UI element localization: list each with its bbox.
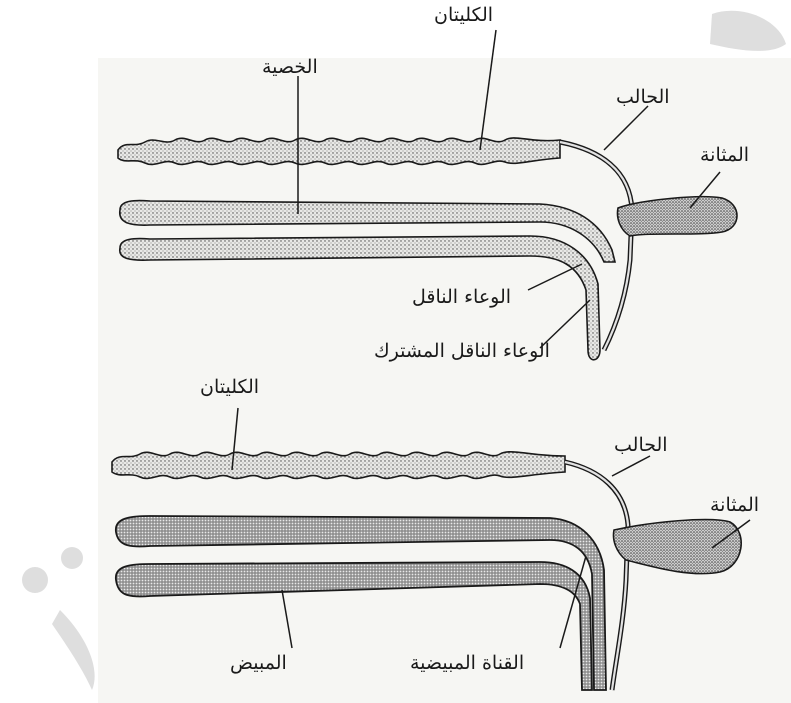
female-bladder xyxy=(614,520,742,574)
label-testis: الخصية xyxy=(262,58,318,77)
label-ovary: المبيض xyxy=(230,654,287,673)
label-oviduct: القناة المبيضية xyxy=(410,654,524,673)
male-system xyxy=(118,138,737,360)
male-kidney xyxy=(118,138,560,165)
label-kidneys-top: الكليتان xyxy=(434,6,493,25)
male-bladder xyxy=(618,197,738,236)
watermark-top-right xyxy=(710,11,786,51)
female-oviduct xyxy=(116,516,606,690)
label-common-vas: الوعاء الناقل المشترك xyxy=(374,342,550,361)
label-bladder-bottom: المثانة xyxy=(710,496,759,515)
label-vas-deferens: الوعاء الناقل xyxy=(412,288,511,307)
label-kidneys-bottom: الكليتان xyxy=(200,378,259,397)
label-ureter-top: الحالب xyxy=(616,88,670,107)
label-ureter-bottom: الحالب xyxy=(614,436,668,455)
female-kidney xyxy=(112,452,565,479)
label-bladder-top: المثانة xyxy=(700,146,749,165)
watermark-left xyxy=(22,547,95,690)
